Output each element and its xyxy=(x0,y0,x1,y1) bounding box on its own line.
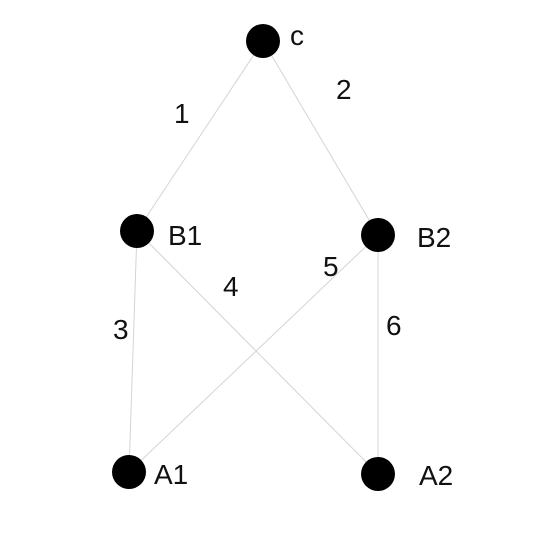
node-label-B2: B2 xyxy=(417,222,451,253)
node-B2 xyxy=(361,218,395,252)
edge-B2-A1 xyxy=(128,234,379,473)
edges xyxy=(128,40,379,475)
node-A2 xyxy=(361,457,395,491)
node-A1 xyxy=(112,455,146,489)
node-label-c: c xyxy=(290,20,304,51)
edge-label-B2-A2: 6 xyxy=(386,310,402,341)
node-label-A2: A2 xyxy=(419,460,453,491)
node-label-B1: B1 xyxy=(168,220,202,251)
edge-label-B1-A2: 4 xyxy=(223,271,239,302)
edge-c-B1 xyxy=(136,40,264,232)
edge-c-B2 xyxy=(262,40,379,236)
edge-label-c-B2: 2 xyxy=(336,74,352,105)
node-c xyxy=(246,24,280,58)
node-label-A1: A1 xyxy=(154,459,188,490)
edge-label-B1-A1: 3 xyxy=(113,314,129,345)
node-B1 xyxy=(120,214,154,248)
edge-label-c-B1: 1 xyxy=(174,98,190,129)
nodes xyxy=(112,24,395,491)
edge-B1-A1 xyxy=(128,230,138,473)
edge-label-B2-A1: 5 xyxy=(323,251,339,282)
edge-B1-A2 xyxy=(136,230,379,475)
